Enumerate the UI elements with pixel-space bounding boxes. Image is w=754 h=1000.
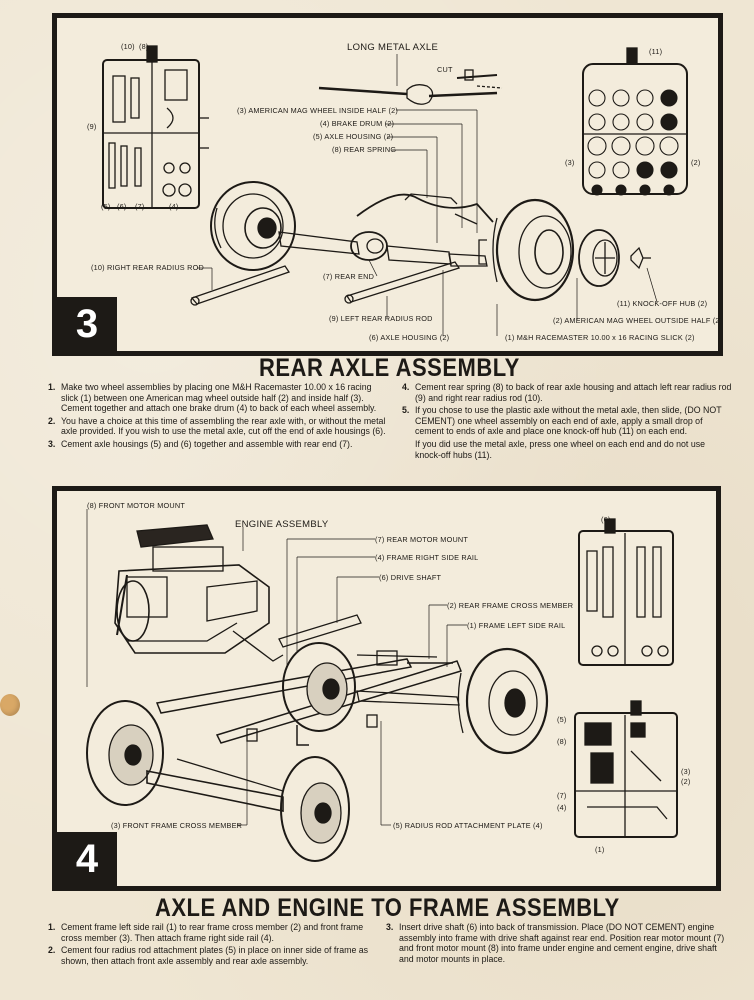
step-number-3: 3: [57, 297, 117, 351]
sprue-label-8: (8): [557, 737, 567, 746]
step4-heading: AXLE AND ENGINE TO FRAME ASSEMBLY: [155, 893, 620, 922]
sprue-label-3: (3): [681, 767, 691, 776]
label-mag-outside-half: (2) AMERICAN MAG WHEEL OUTSIDE HALF (2): [553, 316, 723, 325]
label-racing-slick: (1) M&H RACEMASTER 10.00 x 16 RACING SLI…: [505, 333, 695, 342]
label-knock-off-hub: (11) KNOCK-OFF HUB (2): [617, 299, 708, 308]
front-axle-beam: [146, 770, 284, 812]
sprue-label-6: (6): [117, 202, 127, 211]
sprue-tree-upper: [578, 518, 674, 666]
sprue-label-7: (7): [557, 791, 567, 800]
left-parts-tree: [102, 45, 209, 209]
instruction-item: 3.Insert drive shaft (6) into back of tr…: [386, 922, 725, 964]
sprue-tree-lower: [574, 700, 678, 838]
instruction-item: 1.Make two wheel assemblies by placing o…: [48, 382, 377, 414]
radius-plate-shape: [366, 714, 378, 728]
sprue-label-9: (9): [87, 122, 97, 131]
metal-axle-note: If you did use the metal axle, press one…: [415, 438, 706, 460]
drive-shaft-drawing: [278, 614, 438, 666]
step3-instructions-left: 1.Make two wheel assemblies by placing o…: [48, 382, 388, 452]
engine-drawing: [114, 524, 284, 662]
label-drive-shaft: (6) DRIVE SHAFT: [379, 573, 442, 582]
sprue-label-5: (5): [101, 202, 111, 211]
label-front-frame-cross-member: (3) FRONT FRAME CROSS MEMBER: [111, 821, 243, 830]
sprue-label-8: (8): [139, 42, 149, 51]
label-front-motor-mount: (8) FRONT MOTOR MOUNT: [87, 501, 185, 510]
sprue-label-11: (11): [649, 47, 663, 56]
step3-diagram-panel: (10) (8) (9) (5) (6) (7) (4) LONG METAL …: [52, 13, 723, 356]
right-tire-drawing: [478, 198, 575, 302]
instruction-item: 1.Cement frame left side rail (1) to rea…: [48, 922, 364, 943]
label-cut: CUT: [437, 65, 453, 74]
left-wheel-drawing: [210, 181, 296, 271]
rear-axle-illustration: [102, 45, 688, 336]
instruction-item: 4.Cement rear spring (8) to back of rear…: [402, 382, 732, 403]
leader-lines: [86, 509, 467, 826]
step4-instructions-left: 1.Cement frame left side rail (1) to rea…: [48, 922, 373, 968]
label-brake-drum: (4) BRAKE DRUM (2): [320, 119, 395, 128]
label-rear-end: (7) REAR END: [323, 272, 375, 281]
label-radius-rod-plate: (5) RADIUS ROD ATTACHMENT PLATE (4): [393, 821, 543, 830]
sprue-label-7: (7): [135, 202, 145, 211]
metal-axle-drawing: [318, 69, 503, 105]
instruction-item: 2.Cement four radius rod attachment plat…: [48, 945, 369, 966]
right-wheel-parts-tree: [582, 47, 688, 196]
instruction-item: 3.Cement axle housings (5) and (6) toget…: [48, 438, 353, 449]
step4-instructions-right: 3.Insert drive shaft (6) into back of tr…: [386, 922, 730, 966]
label-left-rear-radius-rod: (9) LEFT REAR RADIUS ROD: [329, 314, 433, 323]
radius-rods-drawing: [190, 261, 461, 306]
label-engine-assembly: ENGINE ASSEMBLY: [235, 519, 329, 530]
sprue-label-1: (1): [595, 845, 605, 854]
knockoff-hub-drawing: [630, 246, 651, 270]
label-frame-left-side-rail: (1) FRAME LEFT SIDE RAIL: [467, 621, 566, 630]
label-rear-frame-cross-member: (2) REAR FRAME CROSS MEMBER: [447, 601, 574, 610]
leader-lines: [197, 54, 658, 336]
front-wheel-left-drawing: [86, 700, 164, 806]
sprue-label-4: (4): [169, 202, 179, 211]
rear-tire-right-drawing: [457, 647, 549, 755]
step3-heading: REAR AXLE ASSEMBLY: [259, 353, 520, 382]
sprue-label-10: (10): [121, 42, 135, 51]
sprue-label-4: (4): [557, 803, 567, 812]
label-right-rear-radius-rod: (10) RIGHT REAR RADIUS ROD: [91, 263, 204, 272]
axle-housing-drawing: [278, 193, 494, 267]
rear-axle-tube: [356, 690, 460, 706]
sprue-label-2: (2): [681, 777, 691, 786]
frame-assembly-illustration: [86, 509, 678, 862]
label-axle-housing-5: (5) AXLE HOUSING (2): [313, 132, 394, 141]
sprue-label-6: (6): [601, 515, 611, 524]
sprue-label-3: (3): [565, 158, 575, 167]
label-rear-motor-mount: (7) REAR MOTOR MOUNT: [375, 535, 469, 544]
instruction-item: 5.If you chose to use the plastic axle w…: [402, 405, 722, 437]
instruction-item: 2.You have a choice at this time of asse…: [48, 415, 386, 437]
label-frame-right-side-rail: (4) FRAME RIGHT SIDE RAIL: [375, 553, 479, 562]
mag-outside-drawing: [578, 229, 620, 287]
punch-hole-mark: [0, 694, 20, 716]
label-axle-housing-6: (6) AXLE HOUSING (2): [369, 333, 450, 342]
rear-tire-left-drawing: [282, 642, 356, 732]
label-mag-inside-half: (3) AMERICAN MAG WHEEL INSIDE HALF (2): [237, 106, 398, 115]
sprue-label-5: (5): [557, 715, 567, 724]
label-rear-spring: (8) REAR SPRING: [332, 145, 397, 154]
step-number-4: 4: [57, 832, 117, 886]
label-long-metal-axle: LONG METAL AXLE: [347, 42, 439, 53]
front-wheel-right-drawing: [280, 756, 350, 862]
step3-instructions-right: 4.Cement rear spring (8) to back of rear…: [402, 382, 732, 460]
sprue-label-2: (2): [691, 158, 701, 167]
step4-diagram-panel: (8) FRONT MOTOR MOUNT ENGINE ASSEMBLY (7…: [52, 486, 721, 891]
